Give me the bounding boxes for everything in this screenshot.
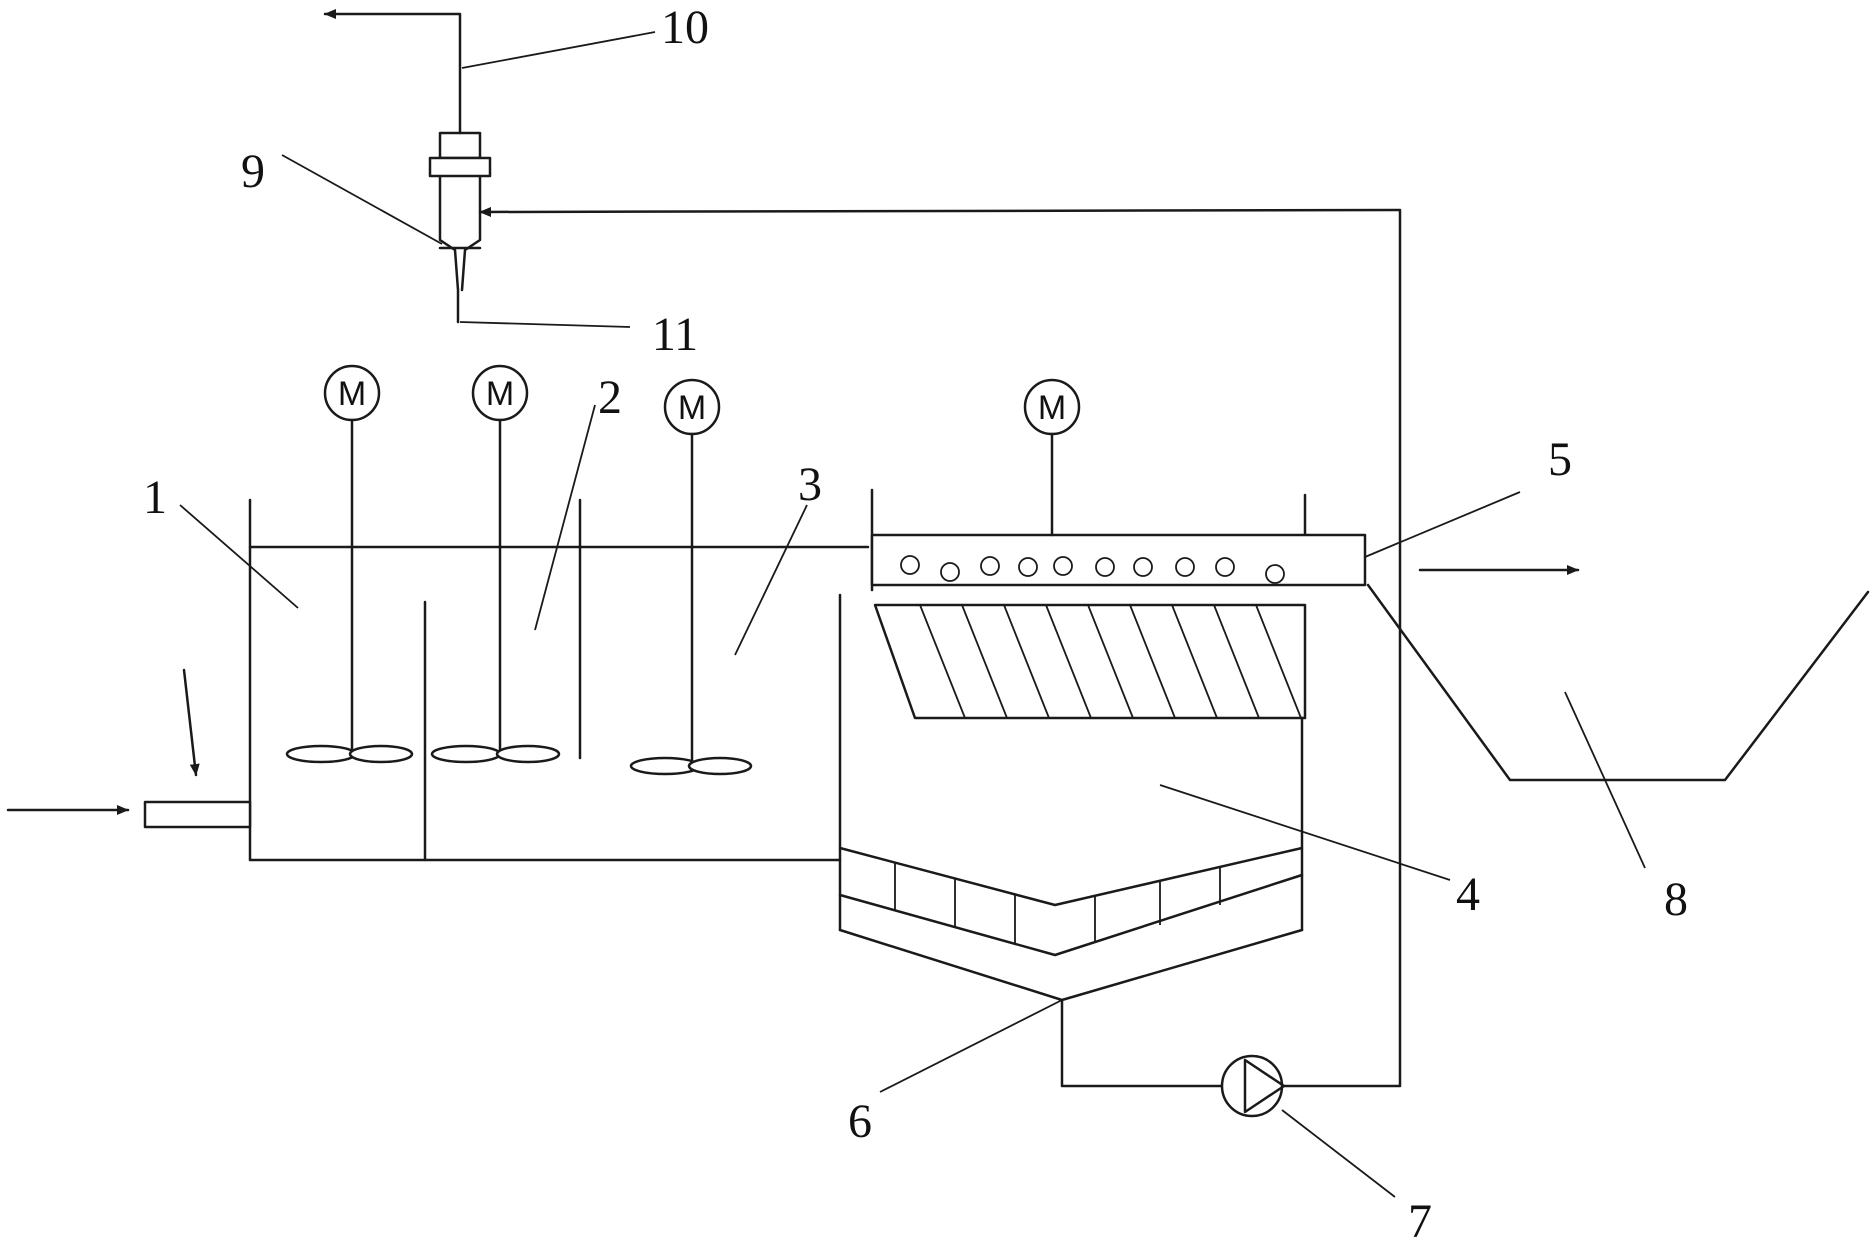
label-5: 5	[1548, 433, 1572, 486]
motor-symbol: M	[486, 375, 514, 413]
recycle-pipe	[478, 206, 1402, 1088]
bubbles	[900, 555, 1285, 584]
motor-symbol: M	[338, 375, 366, 413]
reaction-tank	[6, 498, 870, 862]
dosing-arrow	[182, 668, 200, 777]
label-2: 2	[598, 371, 622, 424]
mixer-1: M	[285, 364, 414, 764]
pump	[1220, 1054, 1286, 1118]
motor-symbol: M	[678, 389, 706, 427]
label-4: 4	[1456, 868, 1480, 921]
scraper-motor: M	[1023, 378, 1081, 537]
mixer-2: M	[430, 364, 561, 764]
motor-symbol: M	[1038, 389, 1066, 427]
sludge-basin	[1366, 583, 1870, 782]
label-9: 9	[241, 145, 265, 198]
overflow-pipe	[323, 9, 462, 135]
label-6: 6	[848, 1095, 872, 1148]
component-labels: 1 2 3 4 5 6 7 8 9 10 11	[143, 1, 1688, 1242]
label-11: 11	[652, 308, 698, 361]
label-7: 7	[1408, 1195, 1432, 1242]
sludge-pipe	[1060, 998, 1224, 1088]
label-10: 10	[661, 1, 709, 54]
cyclone-separator	[428, 131, 492, 324]
label-1: 1	[143, 471, 167, 524]
leader-lines	[179, 31, 1646, 1198]
mixer-3: M	[629, 378, 753, 776]
label-3: 3	[798, 458, 822, 511]
label-8: 8	[1664, 873, 1688, 926]
